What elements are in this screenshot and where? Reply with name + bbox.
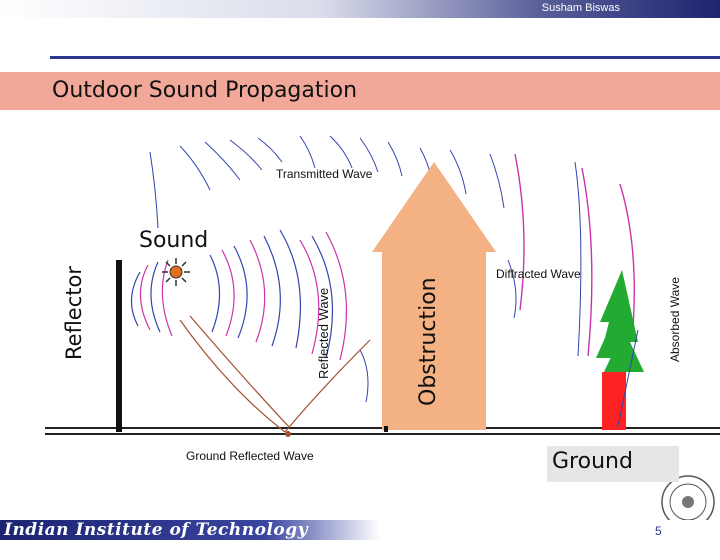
tree-trunk xyxy=(602,372,626,430)
sun-icon xyxy=(162,258,190,286)
obstruction-label: Obstruction xyxy=(416,277,441,406)
reflector-label: Reflector xyxy=(62,266,86,360)
title-band xyxy=(0,72,720,110)
sound-label: Sound xyxy=(139,228,209,253)
source-waves xyxy=(130,229,348,361)
transmitted-waves xyxy=(149,135,582,403)
reflection-point xyxy=(285,431,291,437)
ground-label: Ground xyxy=(552,449,633,474)
reflected-wave-label: Reflected Wave xyxy=(316,287,331,379)
ground-reflected-rays xyxy=(179,315,371,433)
top-header-bar: Susham Biswas xyxy=(0,0,720,18)
reflector-wall xyxy=(116,260,122,432)
diffracted-waves xyxy=(514,153,635,357)
author-name: Susham Biswas xyxy=(541,2,620,14)
slide-title: Outdoor Sound Propagation xyxy=(52,78,358,103)
institute-name: Indian Institute of Technology Kanpur xyxy=(4,520,308,560)
obstruction-roof xyxy=(372,162,496,252)
ground-label-box xyxy=(547,446,679,482)
title-rule xyxy=(50,56,720,59)
diffracted-wave-label: Diffracted Wave xyxy=(496,267,581,281)
absorbed-ray xyxy=(617,329,639,427)
page-number: 5 xyxy=(655,524,662,538)
ground-reflected-wave-label: Ground Reflected Wave xyxy=(186,449,314,463)
obstruction-body xyxy=(382,250,486,430)
footer-bar: Indian Institute of Technology Kanpur xyxy=(0,520,380,560)
absorbed-wave-label: Absorbed Wave xyxy=(668,277,682,362)
transmitted-wave-label: Transmitted Wave xyxy=(276,167,373,181)
institute-seal-icon xyxy=(661,475,715,520)
propagation-diagram xyxy=(45,135,720,520)
